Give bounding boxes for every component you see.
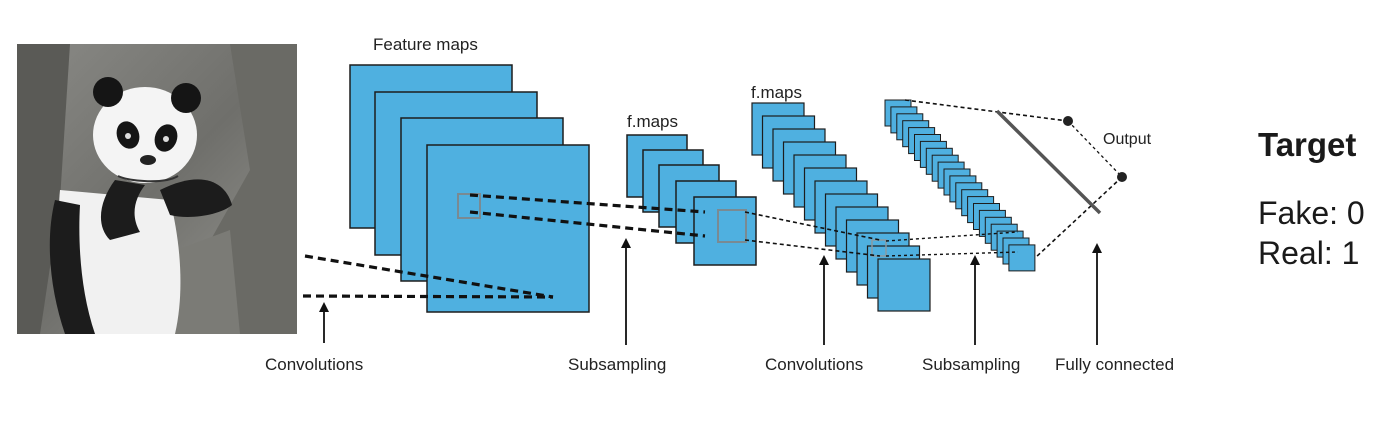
label-fmaps-2: f.maps <box>751 83 802 102</box>
receptive-field-1 <box>457 193 481 219</box>
stage-label: Subsampling <box>568 355 666 374</box>
stage-arrows <box>319 238 1102 345</box>
feature-maps-layer-2 <box>626 134 757 266</box>
receptive-field-2 <box>717 209 747 243</box>
target-title: Target <box>1258 126 1357 163</box>
feature-map <box>426 144 590 313</box>
stage-label: Convolutions <box>265 355 363 374</box>
stage-label: Subsampling <box>922 355 1020 374</box>
target-fake: Fake: 0 <box>1258 195 1365 231</box>
stage-label: Fully connected <box>1055 355 1174 374</box>
feature-maps-layer-3 <box>751 102 931 312</box>
output-node <box>1117 172 1127 182</box>
feature-maps-layer-1 <box>349 64 590 313</box>
feature-map <box>1008 244 1036 272</box>
stage-label: Convolutions <box>765 355 863 374</box>
fully-connected-bar <box>995 109 1102 215</box>
connection-lines <box>302 99 1123 299</box>
target-real: Real: 1 <box>1258 235 1360 271</box>
feature-map <box>877 258 931 312</box>
label-feature-maps: Feature maps <box>373 35 478 54</box>
label-output: Output <box>1103 131 1152 148</box>
feature-maps-layer-4 <box>884 99 1036 272</box>
label-fmaps-1: f.maps <box>627 112 678 131</box>
output-node <box>1063 116 1073 126</box>
input-image <box>17 44 297 334</box>
